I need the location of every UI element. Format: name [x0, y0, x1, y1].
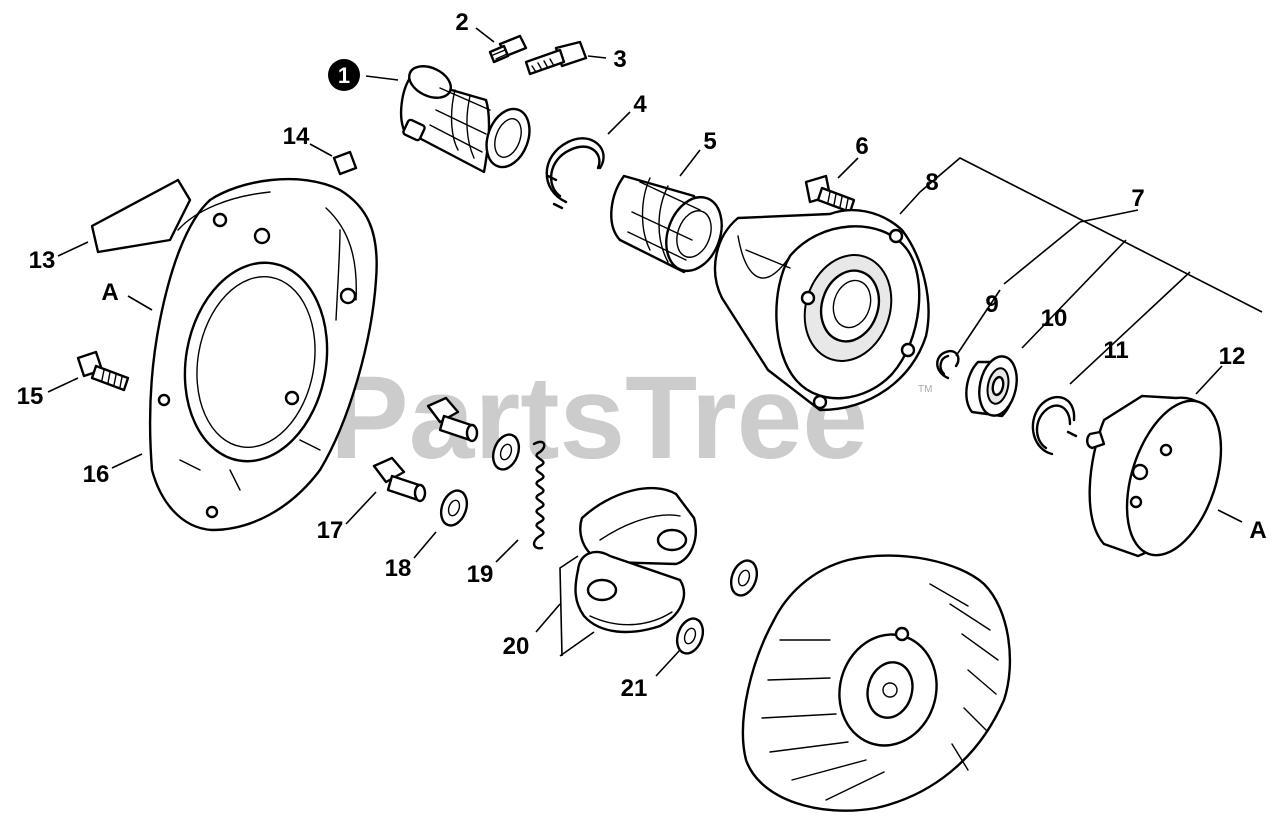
callout-1: 1: [328, 59, 360, 91]
part-12-clutch-drum[interactable]: [1086, 389, 1238, 567]
part-20-clutch-shoe-lower[interactable]: [574, 550, 686, 634]
part-18-washer-upper[interactable]: [489, 431, 524, 473]
part-5-clutch-liner[interactable]: [610, 174, 731, 279]
part-14-label[interactable]: [332, 150, 358, 176]
callout-11: 11: [1103, 337, 1128, 364]
callout-17: 17: [317, 517, 344, 544]
reference-a-left: A: [101, 279, 118, 306]
callout-labels: 2 3 4 5 6 7 8 9 10 11 12 13 14 15 16 17 …: [17, 9, 1246, 702]
flywheel[interactable]: [741, 554, 1012, 812]
callout-3: 3: [613, 46, 626, 73]
part-19-spring[interactable]: [532, 440, 546, 550]
part-9-snap-ring[interactable]: [936, 349, 960, 380]
callout-4: 4: [633, 91, 647, 118]
reference-a-right: A: [1249, 517, 1266, 544]
part-21-washer-lower[interactable]: [673, 615, 708, 657]
callout-16: 16: [83, 461, 110, 488]
leader-lines: [47, 27, 1263, 677]
callout-20: 20: [503, 633, 530, 660]
watermark-trademark: TM: [918, 384, 932, 395]
part-1-clamp-housing[interactable]: [399, 60, 537, 174]
part-13-decal[interactable]: [90, 178, 192, 254]
callout-7: 7: [1131, 185, 1144, 212]
callout-21: 21: [621, 675, 648, 702]
part-2-screw[interactable]: [488, 34, 528, 64]
part-16-fan-cover[interactable]: [148, 177, 378, 532]
part-8-clutch-housing[interactable]: [713, 208, 930, 412]
callout-15: 15: [17, 383, 44, 410]
callout-6: 6: [855, 133, 868, 160]
part-17-shoulder-bolt-upper[interactable]: [426, 396, 479, 443]
part-4-snap-ring[interactable]: [545, 137, 605, 210]
callout-14: 14: [283, 123, 310, 150]
callout-1-label: 1: [338, 63, 350, 88]
callout-10: 10: [1041, 305, 1068, 332]
part-18-washer-lower[interactable]: [437, 487, 472, 529]
callout-12: 12: [1219, 343, 1246, 370]
callout-2: 2: [455, 9, 468, 36]
reference-marks: A A: [101, 279, 1266, 544]
callout-18: 18: [385, 555, 412, 582]
callout-8: 8: [925, 169, 938, 196]
part-3-bolt[interactable]: [524, 40, 588, 76]
part-10-bearing[interactable]: [965, 353, 1022, 419]
part-11-snap-ring[interactable]: [1031, 395, 1078, 456]
callout-19: 19: [467, 561, 494, 588]
part-6-bolt[interactable]: [804, 174, 856, 214]
part-17-shoulder-bolt-lower[interactable]: [372, 456, 427, 503]
callout-13: 13: [29, 247, 56, 274]
part-21-washer-upper[interactable]: [727, 557, 762, 599]
part-15-bolt[interactable]: [76, 350, 130, 392]
part-20-clutch-shoe-upper[interactable]: [579, 486, 697, 566]
callout-9: 9: [985, 291, 998, 318]
callout-5: 5: [703, 128, 716, 155]
